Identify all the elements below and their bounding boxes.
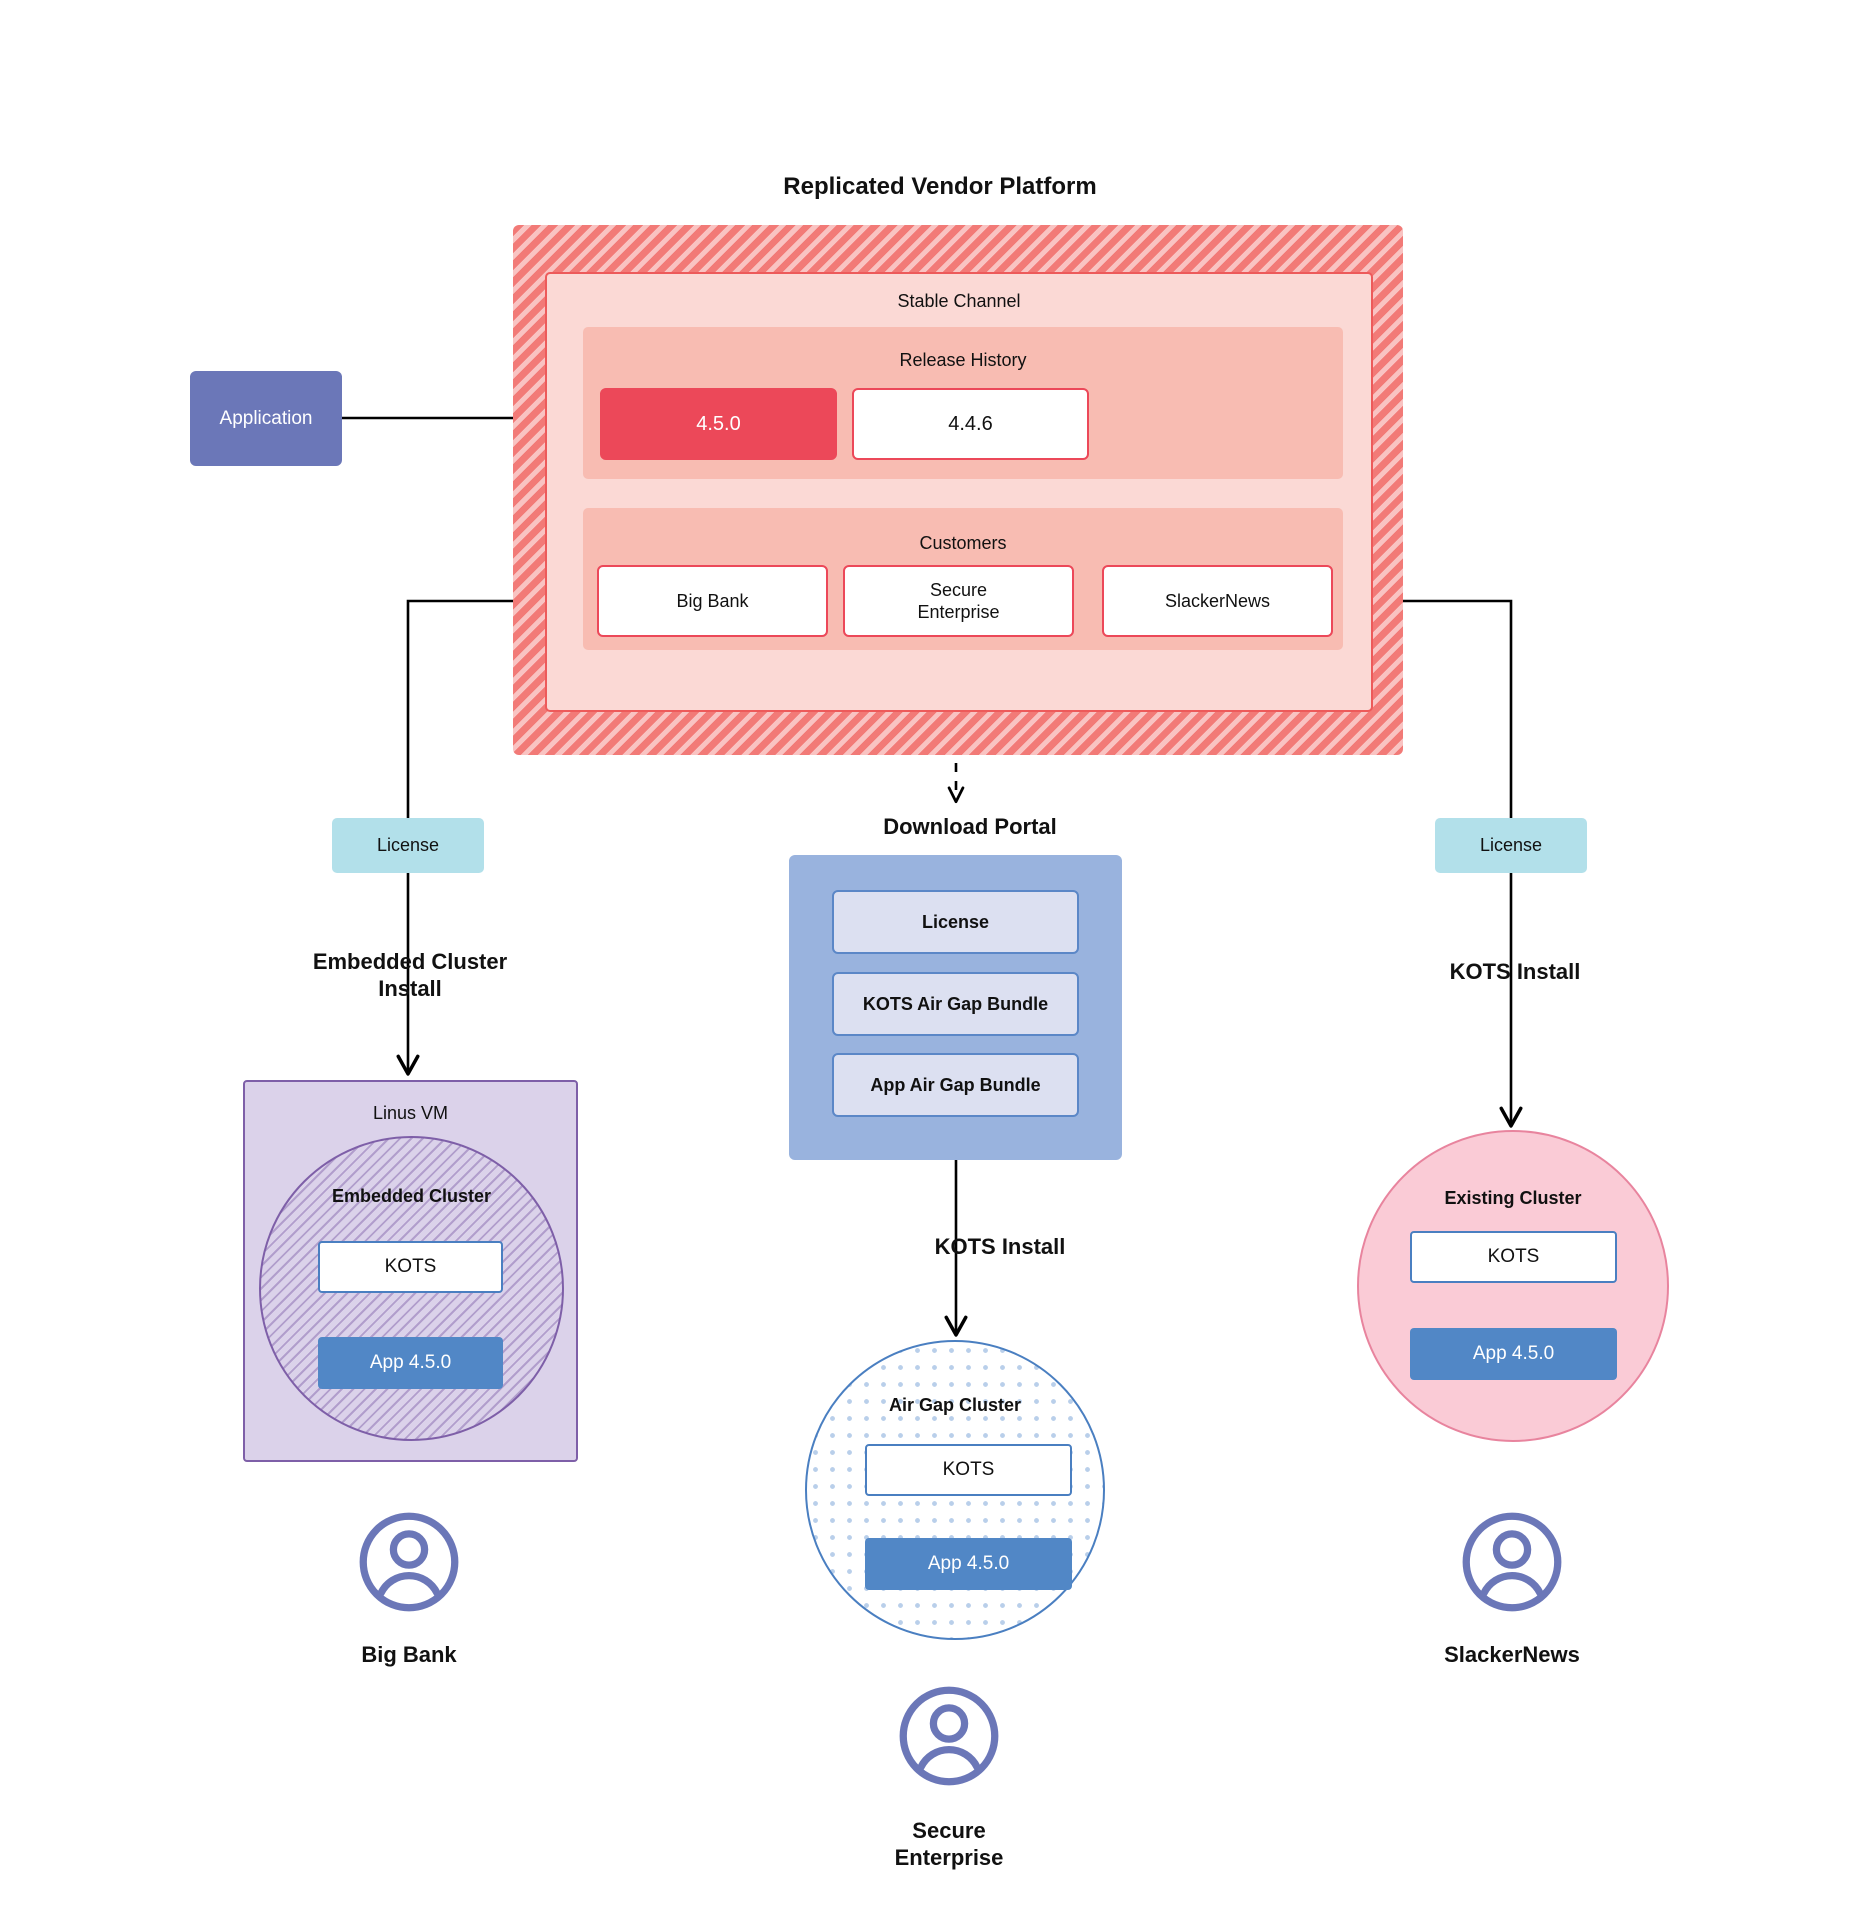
stable-channel-title: Stable Channel	[897, 290, 1021, 311]
label-kots-install-existing: KOTS Install	[1449, 959, 1581, 985]
existing-cluster-title: Existing Cluster	[1444, 1187, 1582, 1208]
download-portal-title: Download Portal	[883, 814, 1057, 839]
app-node-airgap[interactable]: App 4.5.0	[865, 1538, 1072, 1590]
kots-node-embedded[interactable]: KOTS	[318, 1241, 503, 1293]
app-node-existing[interactable]: App 4.5.0	[1410, 1328, 1617, 1380]
embedded-cluster-title: Embedded Cluster	[331, 1185, 492, 1206]
license-chip-right[interactable]: License	[1435, 818, 1587, 873]
kots-node-existing[interactable]: KOTS	[1410, 1231, 1617, 1283]
linux-vm-title: Linus VM	[372, 1102, 449, 1123]
page-title: Replicated Vendor Platform	[783, 173, 1097, 200]
end-user-label-big-bank: Big Bank	[361, 1642, 457, 1668]
customer-big-bank[interactable]: Big Bank	[597, 565, 828, 637]
customer-slackernews[interactable]: SlackerNews	[1102, 565, 1333, 637]
end-user-label-slackernews: SlackerNews	[1444, 1642, 1580, 1668]
kots-node-airgap[interactable]: KOTS	[865, 1444, 1072, 1496]
release-version-current[interactable]: 4.5.0	[600, 388, 837, 460]
existing-cluster-circle	[1357, 1130, 1669, 1442]
portal-item-license[interactable]: License	[832, 890, 1079, 954]
release-version-previous[interactable]: 4.4.6	[852, 388, 1089, 460]
user-avatar-icon	[357, 1510, 461, 1614]
user-avatar-icon	[1460, 1510, 1564, 1614]
label-kots-install-airgap: KOTS Install	[934, 1234, 1066, 1260]
app-node-embedded[interactable]: App 4.5.0	[318, 1337, 503, 1389]
airgap-cluster-title: Air Gap Cluster	[888, 1394, 1022, 1415]
portal-item-app-air-gap-bundle[interactable]: App Air Gap Bundle	[832, 1053, 1079, 1117]
release-history-title: Release History	[899, 349, 1027, 370]
customers-title: Customers	[919, 532, 1007, 553]
application-node[interactable]: Application	[190, 371, 342, 466]
portal-item-kots-air-gap-bundle[interactable]: KOTS Air Gap Bundle	[832, 972, 1079, 1036]
license-chip-left[interactable]: License	[332, 818, 484, 873]
user-avatar-icon	[897, 1684, 1001, 1788]
